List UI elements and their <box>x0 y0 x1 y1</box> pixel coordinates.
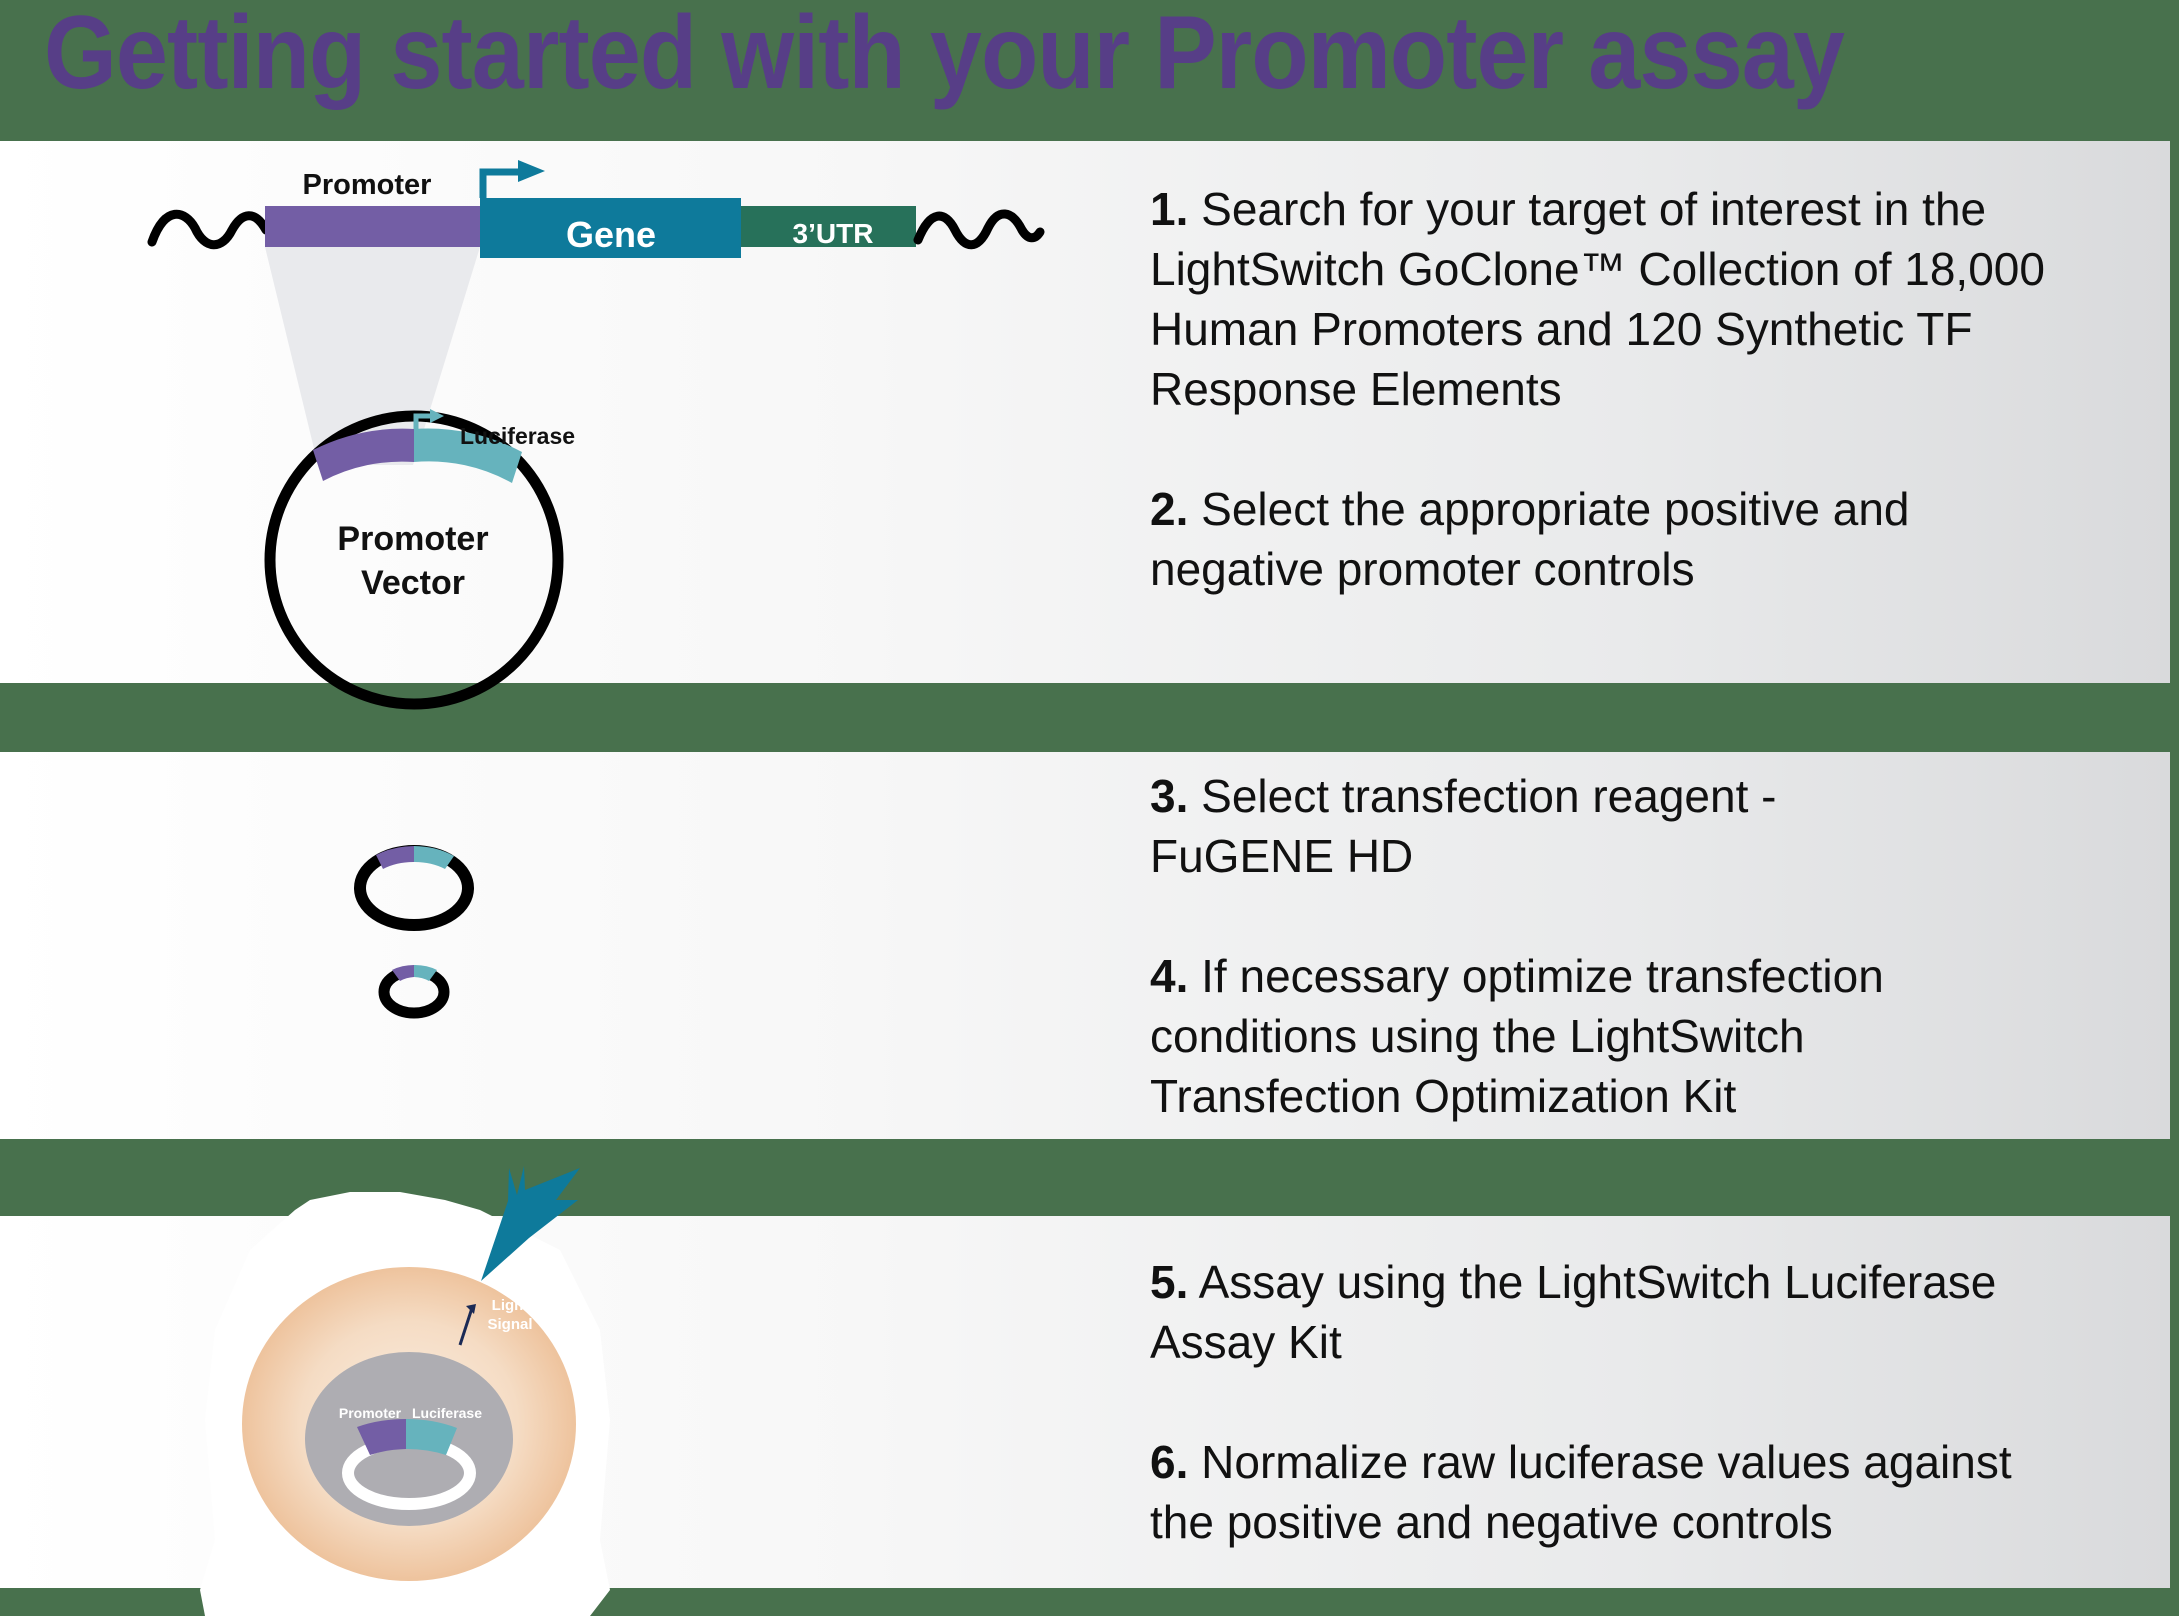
luciferase-arrow-icon <box>413 413 432 429</box>
vector-luciferase-segment <box>414 428 522 483</box>
step-3: 3. Select transfection reagent - FuGENE … <box>1150 766 1884 886</box>
step-4: 4. If necessary optimize transfection co… <box>1150 946 1884 1126</box>
step-panel-2: 3. Select transfection reagent - FuGENE … <box>0 752 2170 1139</box>
step-text: Assay using the LightSwitch Luciferase <box>1198 1256 1997 1308</box>
step-text: Normalize raw luciferase values against <box>1201 1436 2012 1488</box>
step-2: 2. Select the appropriate positive and n… <box>1150 479 2045 599</box>
utr-label: 3’UTR <box>793 218 874 249</box>
step-text: Transfection Optimization Kit <box>1150 1070 1737 1122</box>
step-number: 1. <box>1150 183 1189 235</box>
steps-3-4: 3. Select transfection reagent - FuGENE … <box>1150 766 1884 1126</box>
dna-wave-right-icon <box>913 209 1045 250</box>
step-number: 2. <box>1150 483 1189 535</box>
promoter-block <box>265 206 480 247</box>
step-text: Select transfection reagent - <box>1201 770 1777 822</box>
step-6: 6. Normalize raw luciferase values again… <box>1150 1432 2012 1552</box>
cell-luciferase-diagram: Promoter Luciferase Light Signal <box>200 1166 610 1616</box>
projection-cone <box>265 247 480 465</box>
step-text: FuGENE HD <box>1150 830 1414 882</box>
step-text: Select the appropriate positive and <box>1201 483 1910 535</box>
vector-label-line2: Vector <box>361 564 465 602</box>
step-text: the positive and negative controls <box>1150 1496 1833 1548</box>
signal-arrow-icon <box>458 1307 474 1346</box>
step-text: Search for your target of interest in th… <box>1201 183 1987 235</box>
step-1: 1. Search for your target of interest in… <box>1150 179 2045 419</box>
gene-label: Gene <box>566 214 656 255</box>
light-label-line1: Light <box>492 1297 529 1314</box>
step-text: If necessary optimize transfection <box>1201 950 1884 1002</box>
step-number: 5. <box>1150 1256 1189 1308</box>
step-panel-1: Promoter Gene 3’UTR Luciferase Promoter … <box>0 141 2170 710</box>
step-text: conditions using the LightSwitch <box>1150 1010 1805 1062</box>
promoter-label: Promoter <box>303 169 432 201</box>
step-number: 3. <box>1150 770 1189 822</box>
vector-promoter-segment <box>313 428 414 481</box>
step-text: Response Elements <box>1150 363 1562 415</box>
nucleus-luciferase-label: Luciferase <box>412 1405 482 1421</box>
luciferase-label: Luciferase <box>460 423 575 449</box>
step-text: LightSwitch GoClone™ Collection of 18,00… <box>1150 243 2045 295</box>
step-text: negative promoter controls <box>1150 543 1695 595</box>
dna-wave-left-icon <box>147 209 271 250</box>
gene-block <box>480 198 741 258</box>
nucleus-promoter-label: Promoter <box>339 1405 402 1421</box>
step-number: 6. <box>1150 1436 1189 1488</box>
vector-label-line1: Promoter <box>337 520 488 558</box>
steps-5-6: 5. Assay using the LightSwitch Luciferas… <box>1150 1252 2012 1552</box>
step-number: 4. <box>1150 950 1189 1002</box>
step-text: Assay Kit <box>1150 1316 1342 1368</box>
step-text: Human Promoters and 120 Synthetic TF <box>1150 303 1973 355</box>
transfection-plasmids-diagram <box>354 845 474 1019</box>
utr-block <box>741 206 916 247</box>
page-title: Getting started with your Promoter assay <box>44 0 1845 111</box>
gene-to-vector-diagram: Promoter Gene 3’UTR Luciferase Promoter … <box>147 160 1045 710</box>
step-5: 5. Assay using the LightSwitch Luciferas… <box>1150 1252 2012 1372</box>
tss-arrow-icon <box>479 168 520 198</box>
light-burst-icon <box>481 1166 580 1281</box>
light-label-line2: Signal <box>487 1316 532 1333</box>
steps-1-2: 1. Search for your target of interest in… <box>1150 179 2045 599</box>
